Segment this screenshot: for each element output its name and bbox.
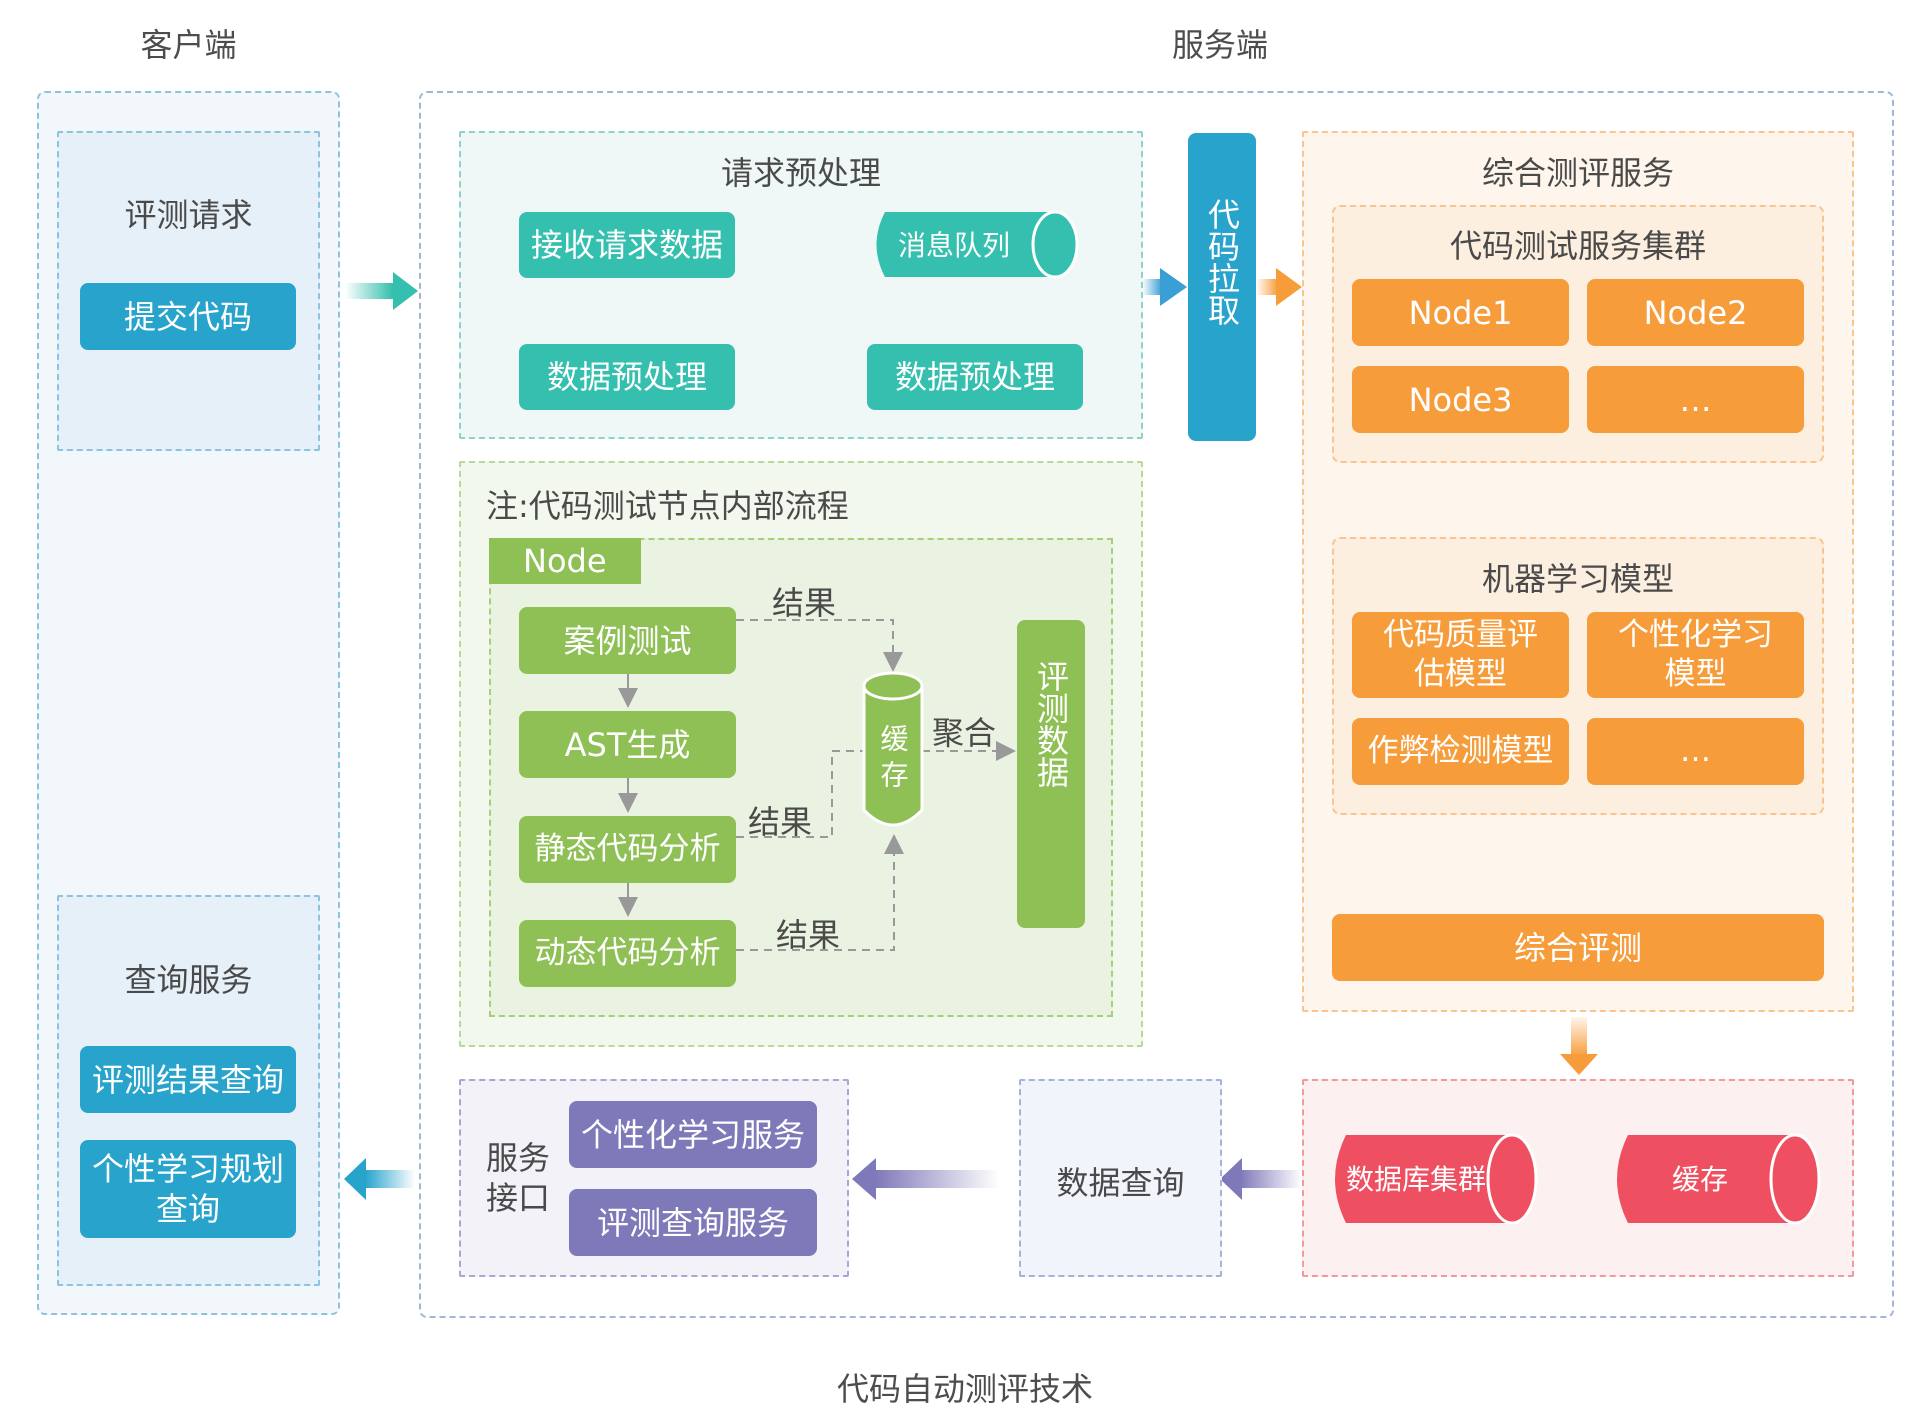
node-3: Node3 [1352,366,1569,433]
model-more: … [1587,718,1804,785]
static-analysis-step: 静态代码分析 [519,816,736,883]
submit-code-button[interactable]: 提交代码 [80,283,296,350]
server-header: 服务端 [1171,26,1268,64]
client-header: 客户端 [140,26,237,64]
node-more: … [1587,366,1804,433]
preprocess-step-2: 数据预处理 [867,344,1083,410]
service-interface-title: 服务接口 [485,1139,550,1217]
ml-models-title: 机器学习模型 [1481,560,1674,598]
result-label-2: 结果 [748,803,813,841]
node-2: Node2 [1587,279,1804,346]
node-flow-note: 注:代码测试节点内部流程 [486,487,849,525]
node-1: Node1 [1352,279,1569,346]
data-query-panel [1019,1079,1222,1277]
result-label-3: 结果 [776,916,841,954]
arrow-to-evaluation [1256,268,1302,306]
learning-plan-query-button[interactable]: 个性学习规划查询 [80,1140,296,1238]
arrow-server-to-client [344,1158,415,1200]
case-test-step: 案例测试 [519,607,736,674]
aggregate-label: 聚合 [932,714,997,752]
cheating-model: 作弊检测模型 [1352,718,1569,785]
code-pull-bar: 代码拉取 [1188,133,1256,441]
node-cache-label: 缓存 [876,724,910,796]
dynamic-analysis-step: 动态代码分析 [519,920,736,987]
quality-model: 代码质量评估模型 [1352,612,1569,698]
final-evaluation: 综合评测 [1332,914,1824,981]
query-panel-title: 查询服务 [124,961,253,999]
preprocess-step-1: 数据预处理 [519,344,735,410]
ast-step: AST生成 [519,711,736,778]
server-panel [419,91,1894,1318]
result-query-button[interactable]: 评测结果查询 [80,1046,296,1113]
request-panel-title: 评测请求 [124,196,253,234]
test-cluster-title: 代码测试服务集群 [1449,227,1706,265]
evaluation-service-title: 综合测评服务 [1481,154,1674,192]
evaluation-query-service-button[interactable]: 评测查询服务 [569,1189,817,1256]
preprocess-title: 请求预处理 [720,154,881,192]
message-queue-label: 消息队列 [897,228,1010,262]
arrow-client-to-preprocess [345,272,418,310]
data-query-label: 数据查询 [1056,1164,1185,1202]
arrow-to-pull-bar [1142,268,1187,306]
eval-data-label: 评测数据 [1032,660,1070,788]
storage-cache-label: 缓存 [1671,1162,1728,1196]
arrow-eval-to-storage [1560,1017,1598,1075]
diagram-caption: 代码自动测评技术 [836,1370,1093,1408]
db-cluster-label: 数据库集群 [1345,1162,1486,1196]
node-tag: Node [489,538,641,584]
arrow-query-to-interface [852,1158,999,1200]
receive-request-step: 接收请求数据 [519,212,735,278]
personalized-model: 个性化学习模型 [1587,612,1804,698]
arrow-storage-to-query [1220,1158,1302,1200]
code-pull-label: 代码拉取 [1203,198,1241,326]
eval-data-bar: 评测数据 [1017,620,1085,928]
personalized-service-button[interactable]: 个性化学习服务 [569,1101,817,1168]
result-label-1: 结果 [772,584,837,622]
